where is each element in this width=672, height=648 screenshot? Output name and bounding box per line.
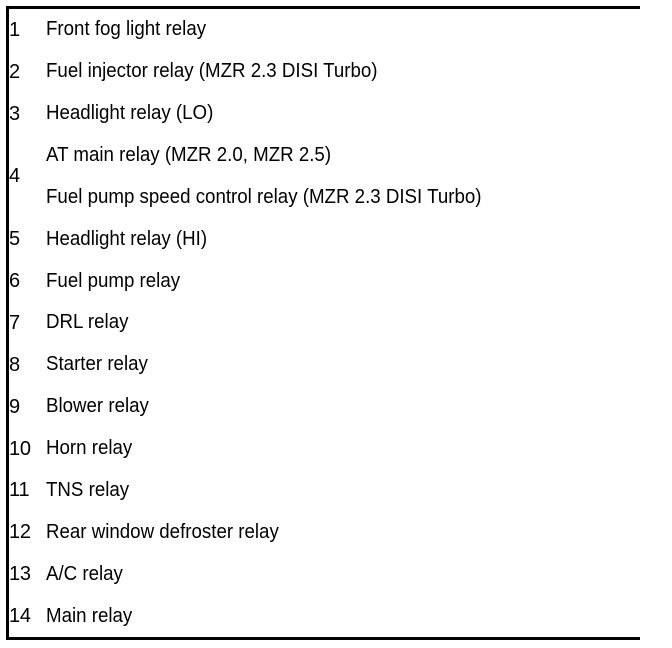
table-row: 5 Headlight relay (HI) [9, 218, 672, 261]
relay-number-label: 1 [9, 18, 20, 41]
table-row: Fuel pump speed control relay (MZR 2.3 D… [9, 176, 672, 219]
relay-description-cell: Starter relay [46, 343, 638, 386]
relay-description-label: Blower relay [46, 395, 149, 418]
relay-number-cell: 11 [9, 469, 46, 512]
relay-description-label: Front fog light relay [46, 18, 207, 41]
relay-number-cell: 9 [9, 385, 46, 428]
relay-description-cell: A/C relay [46, 553, 638, 596]
relay-number-label: 8 [9, 353, 20, 376]
table-row: 1 Front fog light relay [9, 9, 672, 51]
relay-description-cell: Fuel pump relay [46, 260, 638, 303]
relay-number-cell: 13 [9, 553, 46, 596]
table-row: 6 Fuel pump relay [9, 260, 672, 303]
table-row: 11 TNS relay [9, 469, 672, 512]
relay-number-cell: 1 [9, 9, 46, 51]
relay-description-label: Starter relay [46, 353, 148, 376]
relay-description-cell: Blower relay [46, 385, 638, 428]
relay-description-label: DRL relay [46, 311, 129, 334]
relay-number-cell: 14 [9, 595, 46, 637]
relay-description-label: Headlight relay (HI) [46, 227, 208, 250]
relay-number-label: 10 [9, 437, 31, 460]
relay-number-cell: 3 [9, 92, 46, 135]
relay-description-label: AT main relay (MZR 2.0, MZR 2.5) [46, 144, 332, 166]
relay-description-cell: Main relay [46, 595, 638, 637]
relay-description-label: Horn relay [46, 437, 133, 460]
table-row: 7 DRL relay [9, 302, 672, 344]
relay-table-body: 1 Front fog light relay 2 Fuel injector rel… [9, 9, 672, 637]
table-row: 8 Starter relay [9, 343, 672, 386]
relay-number-label: 6 [9, 270, 20, 293]
relay-description-label: Fuel pump speed control relay (MZR 2.3 D… [46, 185, 482, 208]
relay-description-label: Fuel injector relay (MZR 2.3 DISI Turbo) [46, 60, 378, 83]
relay-number-cell: 10 [9, 427, 46, 470]
table-row: 4 AT main relay (MZR 2.0, MZR 2.5) [9, 134, 672, 219]
relay-description-cell: TNS relay [46, 469, 638, 512]
relay-description-cell: DRL relay [46, 302, 638, 344]
relay-number-label: 13 [9, 563, 31, 586]
table-row: 14 Main relay [9, 595, 672, 637]
relay-description-cell: Fuel injector relay (MZR 2.3 DISI Turbo) [46, 50, 638, 93]
relay-description-cell: AT main relay (MZR 2.0, MZR 2.5) [46, 134, 638, 177]
relay-number-label: 9 [9, 395, 20, 418]
relay-number-label: 12 [9, 521, 31, 544]
table-row: 3 Headlight relay (LO) [9, 92, 672, 135]
table-row: 10 Horn relay [9, 427, 672, 470]
relay-legend-table-container: 1 Front fog light relay 2 Fuel injector rel… [6, 6, 672, 640]
relay-number-cell: 12 [9, 511, 46, 554]
relay-number-cell: 7 [9, 302, 46, 344]
table-row: 13 A/C relay [9, 553, 672, 596]
relay-number-cell: 8 [9, 343, 46, 386]
relay-number-label: 7 [9, 311, 20, 334]
relay-description-label: Rear window defroster relay [46, 520, 279, 543]
relay-description-cell: Headlight relay (LO) [46, 92, 638, 135]
relay-number-cell: 6 [9, 260, 46, 303]
relay-description-cell: Front fog light relay [46, 9, 638, 51]
relay-description-label: Headlight relay (LO) [46, 102, 214, 125]
relay-description-label: A/C relay [46, 562, 123, 585]
relay-description-cell: Fuel pump speed control relay (MZR 2.3 D… [46, 176, 638, 219]
table-row: 12 Rear window defroster relay [9, 511, 672, 554]
relay-description-label: Main relay [46, 604, 133, 627]
relay-description-cell: Headlight relay (HI) [46, 218, 638, 261]
relay-legend-table: 1 Front fog light relay 2 Fuel injector rel… [9, 9, 672, 637]
table-row: 9 Blower relay [9, 385, 672, 428]
relay-description-cell: Rear window defroster relay [46, 511, 638, 554]
relay-description-label: TNS relay [46, 478, 130, 501]
relay-description-label: Fuel pump relay [46, 269, 181, 292]
relay-number-label: 3 [9, 102, 20, 125]
relay-number-label: 5 [9, 228, 20, 251]
relay-number-cell: 2 [9, 50, 46, 93]
relay-number-label: 2 [9, 60, 20, 83]
relay-description-cell: Horn relay [46, 427, 638, 470]
relay-number-cell: 5 [9, 218, 46, 261]
table-row: 2 Fuel injector relay (MZR 2.3 DISI Turbo… [9, 50, 672, 93]
relay-number-label: 14 [9, 605, 31, 628]
relay-number-cell: 4 [9, 134, 46, 219]
relay-number-label: 11 [9, 479, 30, 502]
relay-number-label: 4 [9, 165, 21, 188]
